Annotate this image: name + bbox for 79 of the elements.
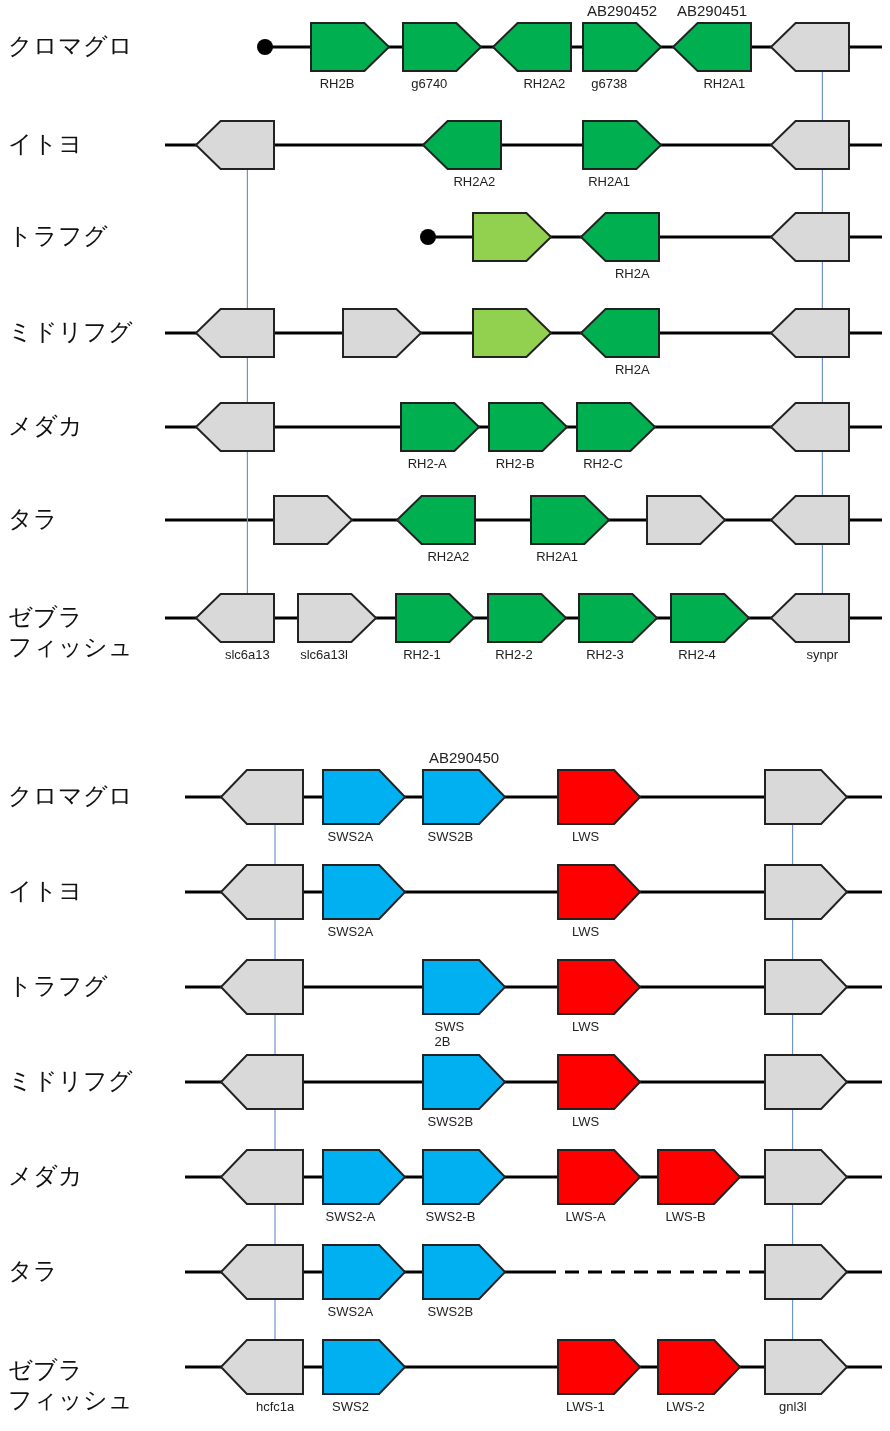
- ortholog-line: [791, 1014, 794, 1055]
- gene-label: RH2A2: [523, 76, 566, 91]
- ortholog-line: [274, 919, 276, 960]
- gene-label: RH2A1: [536, 549, 579, 564]
- gene-label: RH2A: [614, 266, 650, 281]
- species-label: ミドリフグ: [8, 317, 133, 347]
- species-label: タラ: [8, 504, 58, 534]
- gene-label: g6738: [591, 76, 628, 91]
- gene-label: LWS: [572, 1114, 600, 1129]
- gene-label: LWS: [572, 1019, 600, 1034]
- accession-number: AB290450: [429, 749, 500, 766]
- gene-label: SWS2-A: [325, 1209, 376, 1224]
- species-label: ゼブラフィッシュ: [8, 1355, 134, 1415]
- gene-label: SWS2-B: [425, 1209, 476, 1224]
- gene-label: hcfc1a: [256, 1399, 295, 1414]
- species-label: クロマグロ: [8, 781, 133, 811]
- species-label: トラフグ: [8, 971, 108, 1001]
- accession-number: AB290451: [677, 2, 748, 19]
- ortholog-line: [274, 1109, 276, 1150]
- species-label: メダカ: [8, 1161, 83, 1191]
- gene-label: SWS 2B: [434, 1019, 466, 1049]
- gene-label: RH2A1: [703, 76, 746, 91]
- species-label: ゼブラフィッシュ: [8, 602, 134, 662]
- gene-label: g6740: [411, 76, 448, 91]
- gene-label: RH2-3: [586, 647, 624, 662]
- gene-label: RH2A2: [453, 174, 496, 189]
- gene-label: SWS2: [332, 1399, 369, 1414]
- species-label: タラ: [8, 1256, 58, 1286]
- gene-label: slc6a13: [224, 647, 270, 662]
- ortholog-line: [246, 357, 248, 403]
- ortholog-line: [274, 824, 276, 865]
- gene-label: RH2A2: [427, 549, 470, 564]
- species-label: イトヨ: [8, 876, 83, 906]
- ortholog-line: [246, 169, 248, 309]
- ortholog-line: [821, 71, 823, 121]
- gene-label: SWS2B: [427, 1304, 474, 1319]
- gene-label: RH2-2: [495, 647, 533, 662]
- species-label: イトヨ: [8, 129, 83, 159]
- gene-label: LWS-B: [665, 1209, 706, 1224]
- species-label: ミドリフグ: [8, 1066, 133, 1096]
- ortholog-line: [791, 1204, 794, 1245]
- gene-label: SWS2A: [327, 1304, 374, 1319]
- ortholog-line: [274, 1299, 276, 1340]
- gene-label: RH2-4: [678, 647, 716, 662]
- gene-label: synpr: [806, 647, 839, 662]
- ortholog-line: [821, 544, 823, 594]
- ortholog-line: [791, 824, 794, 865]
- gene-label: RH2-1: [403, 647, 441, 662]
- gene-label: SWS2B: [427, 829, 474, 844]
- ortholog-line: [791, 1109, 794, 1150]
- gene-label: LWS-1: [566, 1399, 605, 1414]
- gene-label: SWS2A: [327, 829, 374, 844]
- species-label: トラフグ: [8, 221, 108, 251]
- gene-label: LWS-A: [565, 1209, 606, 1224]
- ortholog-line: [274, 1014, 276, 1055]
- gene-label: slc6a13l: [300, 647, 348, 662]
- gene-label: LWS: [572, 829, 600, 844]
- gene-label: RH2-C: [583, 456, 623, 471]
- species-label: クロマグロ: [8, 31, 133, 61]
- gene-label: SWS2A: [327, 924, 374, 939]
- ortholog-line: [791, 919, 794, 960]
- ortholog-line: [821, 357, 823, 403]
- gene-label: gnl3l: [779, 1399, 807, 1414]
- ortholog-line: [821, 261, 823, 309]
- ortholog-line: [791, 1299, 794, 1340]
- gene-label: RH2B: [319, 76, 355, 91]
- ortholog-line: [821, 169, 823, 213]
- gene-label: RH2A: [614, 362, 650, 377]
- gene-label: RH2-B: [495, 456, 535, 471]
- gene-label: SWS2B: [427, 1114, 474, 1129]
- gene-label: RH2-A: [407, 456, 447, 471]
- species-label: メダカ: [8, 411, 83, 441]
- accession-number: AB290452: [587, 2, 658, 19]
- ortholog-line: [274, 1204, 276, 1245]
- gene-label: LWS-2: [666, 1399, 705, 1414]
- gene-label: LWS: [572, 924, 600, 939]
- gene-label: RH2A1: [588, 174, 631, 189]
- ortholog-line: [821, 451, 823, 496]
- ortholog-line: [246, 451, 248, 594]
